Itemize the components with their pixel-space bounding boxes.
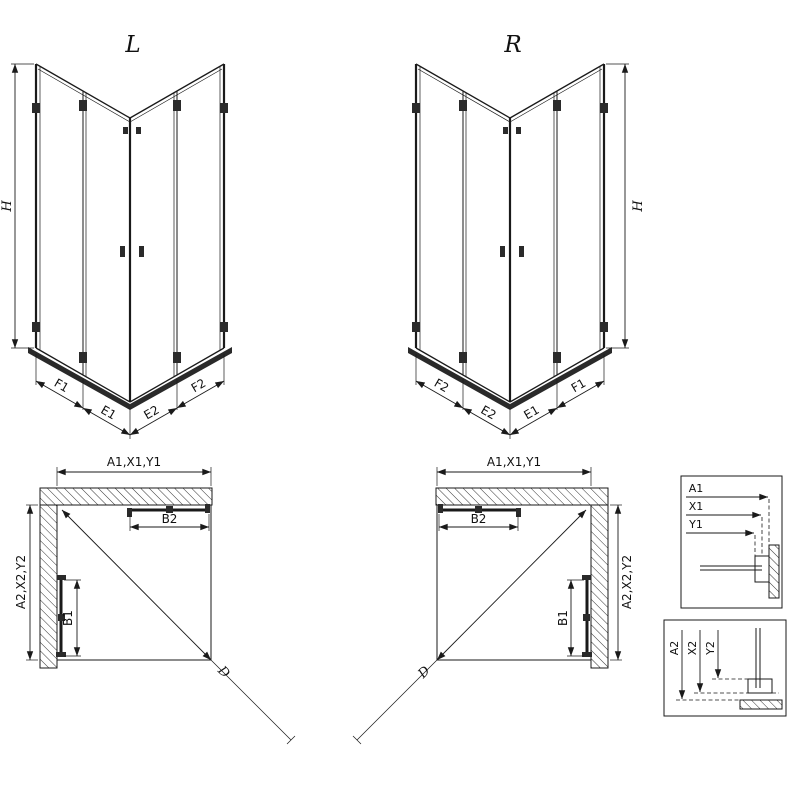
dimension-depth-right-plan: A2,X2,Y2 bbox=[610, 504, 634, 661]
dimension-bottom-left-view: F1 E1 E2 F2 bbox=[35, 354, 225, 439]
wall-top-left-plan bbox=[39, 487, 213, 506]
plan-view-left: A1,X1,Y1 A2,X2,Y2 B2 B1 D bbox=[14, 455, 296, 745]
label-h-right-view: H bbox=[631, 200, 646, 213]
dimension-bottom-right-view: F2 E2 E1 F1 bbox=[415, 354, 605, 439]
label-x1-detail: X1 bbox=[689, 500, 704, 513]
view-title-left: L bbox=[124, 32, 140, 58]
label-e1-left-view: E1 bbox=[98, 403, 118, 423]
detail-box-horizontal-refs: A1 X1 Y1 bbox=[680, 475, 783, 609]
label-b1-left-plan: B1 bbox=[61, 610, 75, 626]
wall-profile-section-bottom-detail bbox=[739, 628, 783, 710]
label-a2-detail: A2 bbox=[668, 641, 681, 656]
dimension-height-right-view: H bbox=[606, 63, 646, 349]
label-b1-right-plan: B1 bbox=[556, 610, 570, 626]
label-width-left-plan: A1,X1,Y1 bbox=[107, 455, 161, 469]
label-f2-right-view: F2 bbox=[432, 376, 452, 395]
dimension-width-right-plan: A1,X1,Y1 bbox=[436, 455, 592, 486]
hardware-right-view bbox=[412, 100, 608, 363]
view-title-right: R bbox=[503, 32, 521, 58]
wall-profile-section-top-detail bbox=[700, 544, 780, 599]
label-f1-left-view: F1 bbox=[52, 376, 72, 395]
label-b2-right-plan: B2 bbox=[471, 512, 487, 526]
wall-side-right-plan bbox=[590, 504, 609, 669]
label-depth-left-plan: A2,X2,Y2 bbox=[14, 555, 28, 609]
label-y1-detail: Y1 bbox=[688, 518, 703, 531]
detail-box-bottom-frame bbox=[663, 619, 787, 717]
detail-box-top-frame bbox=[680, 475, 783, 609]
glass-panels-left-view bbox=[34, 63, 226, 403]
label-e2-left-view: E2 bbox=[141, 403, 161, 423]
label-depth-right-plan: A2,X2,Y2 bbox=[620, 555, 634, 609]
wall-side-left-plan bbox=[39, 504, 58, 669]
label-y2-detail: Y2 bbox=[704, 641, 717, 656]
wall-top-right-plan bbox=[435, 487, 609, 506]
plan-view-right: A1,X1,Y1 A2,X2,Y2 B2 B1 D bbox=[352, 455, 634, 745]
front-view-left: L bbox=[0, 32, 232, 439]
label-e1-right-view: E1 bbox=[521, 403, 541, 423]
label-x2-detail: X2 bbox=[686, 641, 699, 656]
label-e2-right-view: E2 bbox=[478, 403, 498, 423]
dimension-diagonal-left-plan: D bbox=[61, 509, 296, 745]
detail-box-vertical-refs: A2 X2 Y2 bbox=[663, 619, 787, 717]
hardware-left-view bbox=[32, 100, 228, 363]
label-width-right-plan: A1,X1,Y1 bbox=[487, 455, 541, 469]
label-h-left-view: H bbox=[0, 200, 15, 213]
label-f2-left-view: F2 bbox=[189, 376, 209, 395]
label-a1-detail: A1 bbox=[689, 482, 704, 495]
label-b2-left-plan: B2 bbox=[162, 512, 178, 526]
front-view-right: R bbox=[408, 32, 646, 439]
label-f1-right-view: F1 bbox=[569, 376, 589, 395]
dimension-width-left-plan: A1,X1,Y1 bbox=[56, 455, 212, 486]
dimension-diagonal-right-plan: D bbox=[352, 509, 587, 745]
dimension-depth-left-plan: A2,X2,Y2 bbox=[14, 504, 38, 661]
dimension-height-left-view: H bbox=[0, 63, 34, 349]
glass-panels-right-view bbox=[414, 63, 606, 403]
